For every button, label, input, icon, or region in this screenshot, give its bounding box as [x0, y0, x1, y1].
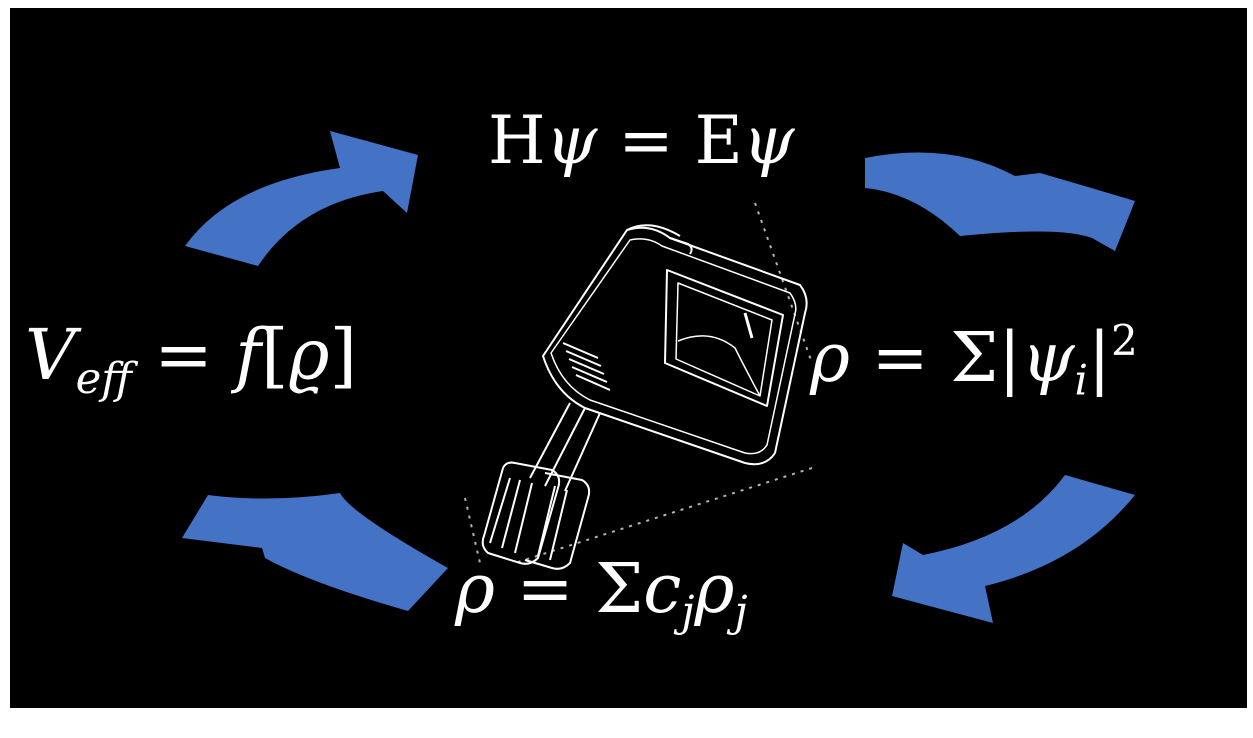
bracket-left: [ [261, 314, 289, 396]
bracket-right: ] [329, 314, 357, 396]
psi-symbol: ψ [545, 102, 598, 179]
rho-symbol: ρ [455, 550, 495, 629]
energy-symbol: E [694, 102, 743, 179]
subscript-eff: eff [75, 353, 132, 404]
potential-v: V [25, 314, 76, 396]
arrow-bottom-to-left [182, 493, 448, 611]
equals-sign: = [154, 314, 213, 396]
equals-sign: = [871, 319, 929, 399]
hand-mixer-sketch [464, 202, 813, 570]
varrho-symbol: ϱ [288, 314, 330, 396]
equation-schrodinger: Hψ = Eψ [488, 108, 795, 174]
cycle-arrows [182, 131, 1135, 623]
rho-symbol: ρ [810, 319, 850, 399]
index-i: i [1074, 355, 1089, 405]
equals-sign: = [516, 550, 574, 629]
index-j: j [681, 586, 695, 636]
equation-effective-potential: Veff = f[ϱ] [25, 320, 357, 401]
exponent-2: 2 [1110, 316, 1138, 365]
equals-sign: = [618, 102, 674, 179]
functional-f: f [235, 314, 262, 396]
arrow-top-to-right [865, 152, 1135, 251]
psi-symbol-2: ψ [742, 102, 795, 179]
abs-bar-left: | [998, 319, 1022, 399]
arrow-left-to-top [185, 131, 418, 266]
sigma-symbol: Σ [595, 550, 644, 629]
slide-canvas: Hψ = Eψ ρ = Σ|ψi|2 ρ = Σcjρj Veff = f[ϱ] [10, 8, 1247, 708]
coefficient-c: c [643, 550, 682, 629]
rho-symbol-2: ρ [694, 550, 735, 629]
psi-symbol: ψ [1021, 319, 1075, 399]
arrow-right-to-bottom [892, 475, 1135, 623]
abs-bar-right: | [1088, 319, 1111, 399]
sigma-symbol: Σ [950, 319, 999, 399]
hamiltonian-symbol: H [488, 102, 546, 179]
equation-density-mixing: ρ = Σcjρj [455, 556, 748, 633]
equation-density-from-orbitals: ρ = Σ|ψi|2 [810, 319, 1138, 405]
index-j-2: j [734, 586, 748, 636]
